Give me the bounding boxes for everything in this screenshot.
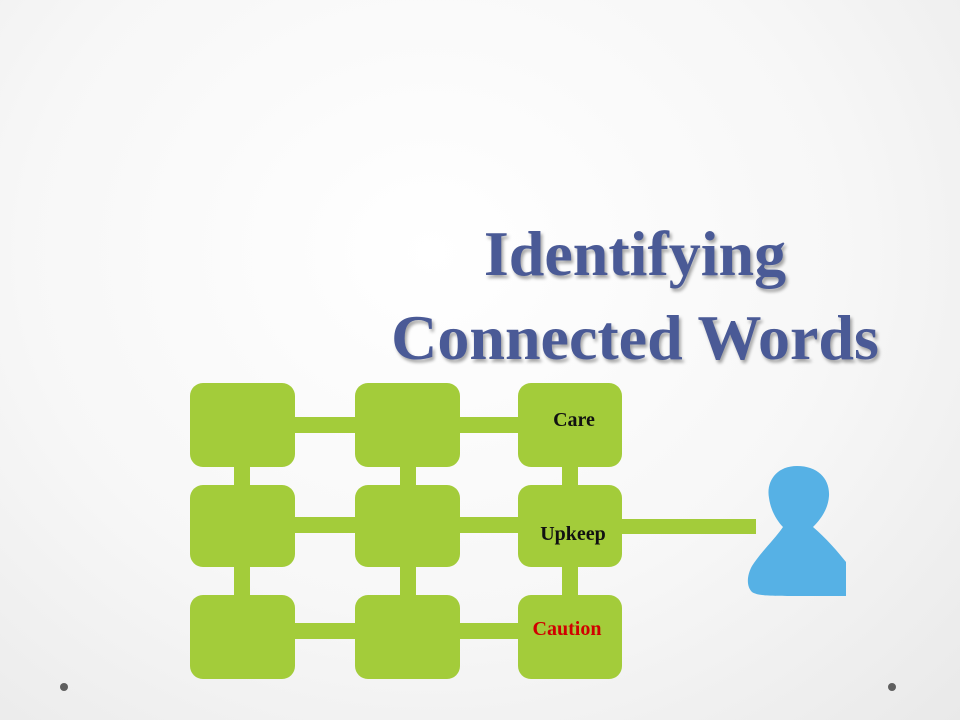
connector-r3-a (290, 623, 360, 639)
label-care: Care (553, 409, 595, 431)
person-icon (747, 466, 846, 596)
grid-node-upkeep (518, 485, 622, 567)
connector-r1-a (290, 417, 360, 433)
corner-dot-right (888, 683, 896, 691)
connector-r1-b (455, 417, 523, 433)
slide-title: Identifying Connected Words (330, 212, 940, 380)
connector-c2-a (400, 462, 416, 490)
connector-c1-b (234, 562, 250, 600)
grid-node (355, 485, 460, 567)
grid-node-care (518, 383, 622, 467)
grid-node (355, 595, 460, 679)
connector-c3-a (562, 462, 578, 490)
label-caution: Caution (533, 618, 602, 640)
connector-r2-b (455, 517, 523, 533)
grid-node (190, 595, 295, 679)
connector-to-person (617, 519, 756, 534)
label-upkeep: Upkeep (540, 523, 606, 545)
grid-node (190, 485, 295, 567)
title-line-1: Identifying (483, 218, 787, 289)
grid-node (190, 383, 295, 467)
corner-dot-left (60, 683, 68, 691)
grid-node (355, 383, 460, 467)
grid-node-caution (518, 595, 622, 679)
connector-c3-b (562, 562, 578, 600)
connector-r2-a (290, 517, 360, 533)
connector-c2-b (400, 562, 416, 600)
title-line-2: Connected Words (391, 302, 879, 373)
connector-r3-b (455, 623, 523, 639)
connector-c1-a (234, 462, 250, 490)
